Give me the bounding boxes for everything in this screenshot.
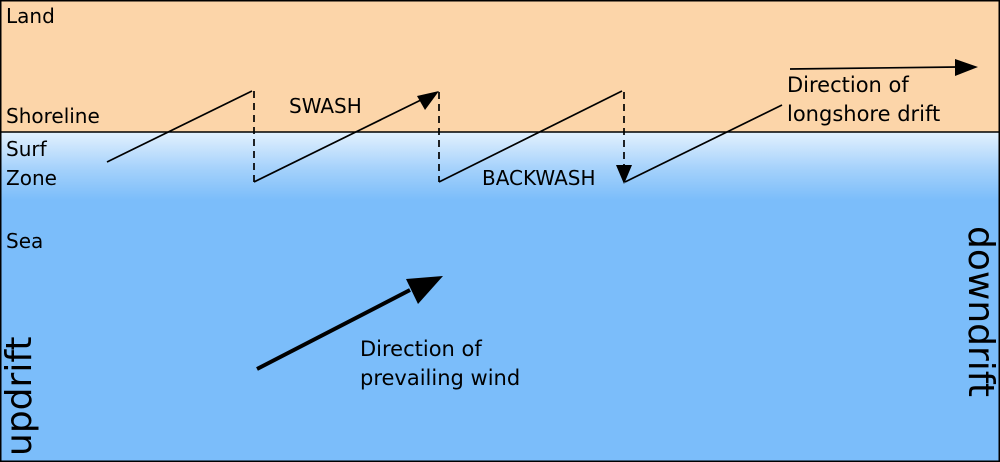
- swash-line: [438, 90, 623, 183]
- swash-line: [253, 97, 426, 183]
- longshore-drift-arrowhead: [955, 59, 978, 76]
- wind-label-line2: prevailing wind: [360, 366, 520, 390]
- land-region: [0, 0, 1000, 132]
- longshore-drift-arrow-shaft: [789, 66, 959, 70]
- backwash-path: [253, 91, 625, 182]
- surf-zone-label-line2: Zone: [6, 166, 57, 190]
- downdrift-label: downdrift: [960, 226, 1000, 397]
- wind-arrowhead: [406, 276, 443, 304]
- swash-path: [106, 90, 783, 183]
- backwash-label: BACKWASH: [482, 166, 596, 190]
- surf-zone-region: [0, 132, 1000, 200]
- longshore-drift-label-line2: longshore drift: [787, 102, 940, 126]
- land-label: Land: [6, 4, 55, 28]
- surf-zone-label-line1: Surf: [6, 137, 48, 161]
- longshore-drift-label-line1: Direction of: [787, 73, 909, 97]
- swash-label: SWASH: [289, 94, 362, 118]
- backwash-arrowhead: [616, 165, 632, 184]
- shoreline-label: Shoreline: [6, 104, 100, 128]
- updrift-label: updrift: [0, 337, 40, 456]
- wind-label-line1: Direction of: [360, 337, 482, 361]
- swash-line: [106, 90, 253, 163]
- swash-arrowhead: [417, 91, 439, 110]
- sea-label: Sea: [6, 229, 43, 253]
- swash-line: [624, 104, 783, 183]
- wind-arrow-shaft: [256, 288, 411, 371]
